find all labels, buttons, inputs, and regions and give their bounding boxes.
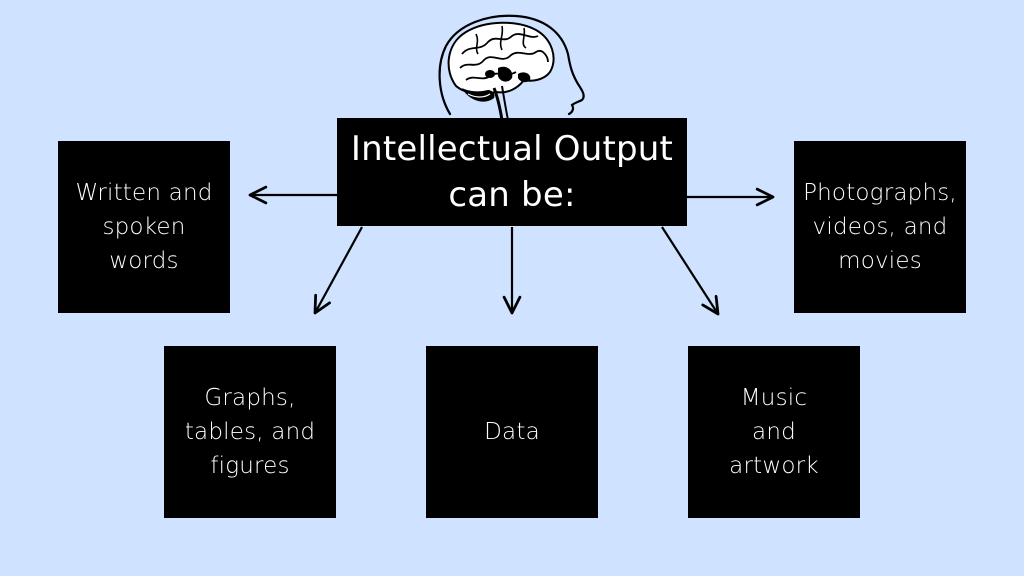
arrow-to-music — [661, 226, 720, 316]
output-box-graphs: Graphs, tables, and figures — [164, 346, 336, 518]
output-label-photographs: Photographs, videos, and movies — [803, 180, 957, 274]
output-box-data: Data — [426, 346, 598, 518]
output-box-photographs: Photographs, videos, and movies — [794, 141, 966, 313]
arrow-to-graphs — [313, 226, 363, 315]
central-concept-box: Intellectual Output can be: — [337, 118, 687, 226]
output-label-graphs: Graphs, tables, and figures — [184, 385, 316, 479]
output-box-written-words: Written and spoken words — [58, 141, 230, 313]
central-concept-title: Intellectual Output can be: — [350, 129, 674, 215]
output-box-music: Music and artwork — [688, 346, 860, 518]
brain-head-icon — [438, 14, 585, 121]
output-label-written-words: Written and spoken words — [75, 180, 213, 274]
output-label-music: Music and artwork — [729, 385, 819, 479]
output-label-data: Data — [484, 419, 540, 445]
